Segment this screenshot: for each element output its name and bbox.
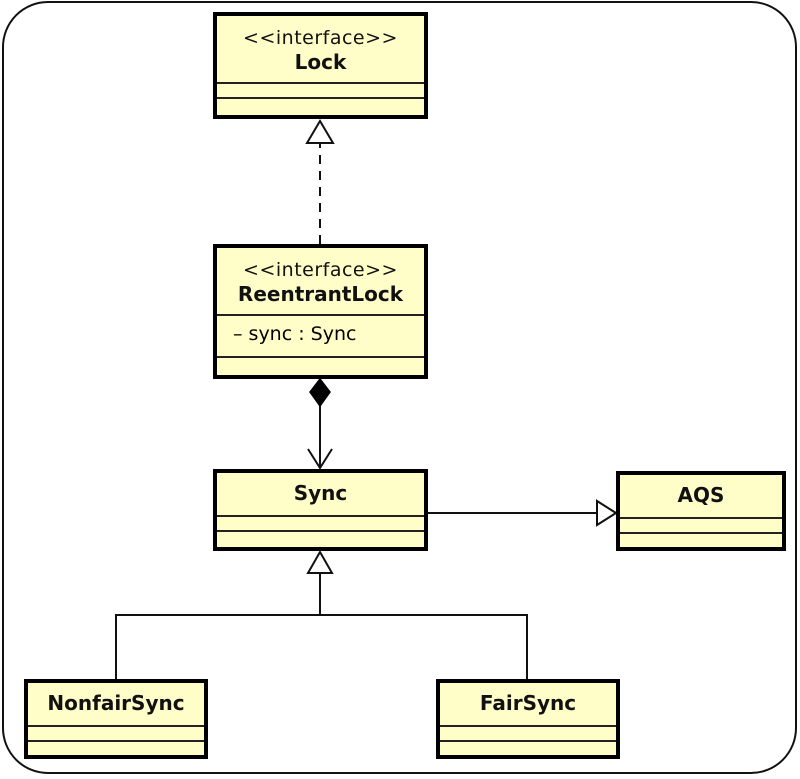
stereotype-label: <<interface>> bbox=[243, 259, 398, 281]
class-sync[interactable]: Sync bbox=[213, 469, 428, 551]
attributes-compartment bbox=[217, 82, 424, 97]
operations-compartment bbox=[440, 740, 616, 755]
attributes-compartment bbox=[620, 517, 782, 532]
attributes-compartment: – sync : Sync bbox=[217, 314, 424, 356]
class-header: FairSync bbox=[440, 683, 616, 725]
class-header: Sync bbox=[217, 473, 424, 515]
operations-compartment bbox=[28, 740, 204, 755]
composition-arrowhead-icon bbox=[307, 448, 333, 470]
class-name: AQS bbox=[677, 483, 725, 507]
class-header: NonfairSync bbox=[28, 683, 204, 725]
operations-compartment bbox=[217, 97, 424, 112]
operations-compartment bbox=[217, 356, 424, 371]
class-name: NonfairSync bbox=[47, 691, 185, 715]
class-header: <<interface>> ReentrantLock bbox=[217, 248, 424, 314]
generalization-arrowhead-icon bbox=[306, 549, 334, 574]
attributes-compartment bbox=[217, 515, 424, 530]
class-name: ReentrantLock bbox=[237, 282, 404, 306]
attributes-compartment bbox=[28, 725, 204, 740]
attributes-compartment bbox=[440, 725, 616, 740]
class-reentrantlock[interactable]: <<interface>> ReentrantLock – sync : Syn… bbox=[213, 244, 428, 379]
realization-arrowhead-icon bbox=[305, 119, 335, 144]
class-header: AQS bbox=[620, 475, 782, 517]
class-name: Sync bbox=[293, 481, 348, 505]
class-nonfairsync[interactable]: NonfairSync bbox=[24, 679, 208, 759]
operations-compartment bbox=[620, 532, 782, 547]
composition-diamond-icon bbox=[309, 377, 331, 408]
generalization-branch-line bbox=[115, 614, 528, 679]
class-name: Lock bbox=[294, 50, 347, 74]
attribute-sync: – sync : Sync bbox=[233, 323, 357, 345]
operations-compartment bbox=[217, 530, 424, 545]
class-aqs[interactable]: AQS bbox=[616, 471, 786, 551]
class-header: <<interface>> Lock bbox=[217, 16, 424, 82]
class-name: FairSync bbox=[479, 691, 577, 715]
stereotype-label: <<interface>> bbox=[243, 27, 398, 49]
class-lock[interactable]: <<interface>> Lock bbox=[213, 12, 428, 119]
generalization-arrowhead-icon bbox=[596, 499, 618, 527]
class-fairsync[interactable]: FairSync bbox=[436, 679, 620, 759]
